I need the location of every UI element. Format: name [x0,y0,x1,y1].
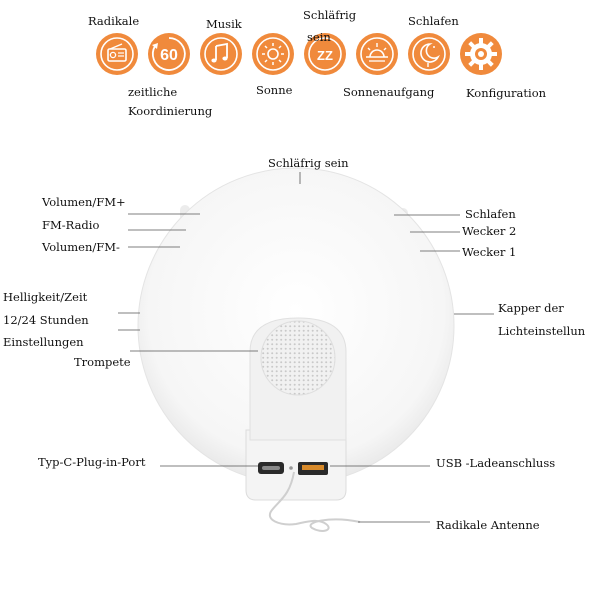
moon-sleep-icon [408,33,450,75]
label-sleepy-1: Schläfrig [303,8,357,22]
label-music: Musik [206,17,242,31]
sunrise-icon [356,33,398,75]
callout-usb: USB -Ladeanschluss [436,456,556,470]
sun-icon [252,33,294,75]
stand [245,429,347,501]
callout-fm-radio: FM-Radio [42,218,100,232]
callout-settings: Einstellungen [3,335,84,349]
callout-brightness: Helligkeit/Zeit [3,290,88,304]
label-config: Konfiguration [466,86,547,100]
callout-sleep: Schlafen [465,207,516,221]
callout-volume-up: Volumen/FM+ [42,195,126,209]
sixty-glyph: 60 [160,47,178,64]
speaker-grille [260,320,336,396]
sleepy-zz-icon: ZZ [304,33,346,75]
label-sleep: Schlafen [408,14,459,28]
callout-usbc: Typ-C-Plug-in-Port [38,455,146,469]
radio-icon [96,33,138,75]
callout-volume-down: Volumen/FM- [42,240,120,254]
sixty-icon: 60 [148,33,190,75]
callout-alarm1: Wecker 1 [462,245,517,259]
label-timing-2: Koordinierung [128,104,213,118]
callout-light-1: Kapper der [498,301,564,315]
music-note-icon [200,33,242,75]
callout-speaker: Trompete [74,355,131,369]
label-sunrise: Sonnenaufgang [343,85,435,99]
callout-light-2: Lichteinstellun [498,324,586,338]
callout-antenna: Radikale Antenne [436,518,540,532]
gear-icon [460,33,502,75]
sleepy-glyph: ZZ [317,48,333,63]
callout-hours: 12/24 Stunden [3,313,89,327]
callout-top-sleepy: Schläfrig sein [268,156,349,170]
label-radio: Radikale [88,14,140,28]
label-sleepy-2: sein [307,30,331,44]
label-sun: Sonne [256,83,293,97]
antenna-wire [269,471,361,532]
callout-alarm2: Wecker 2 [462,224,517,238]
label-timing-1: zeitliche [128,85,178,99]
